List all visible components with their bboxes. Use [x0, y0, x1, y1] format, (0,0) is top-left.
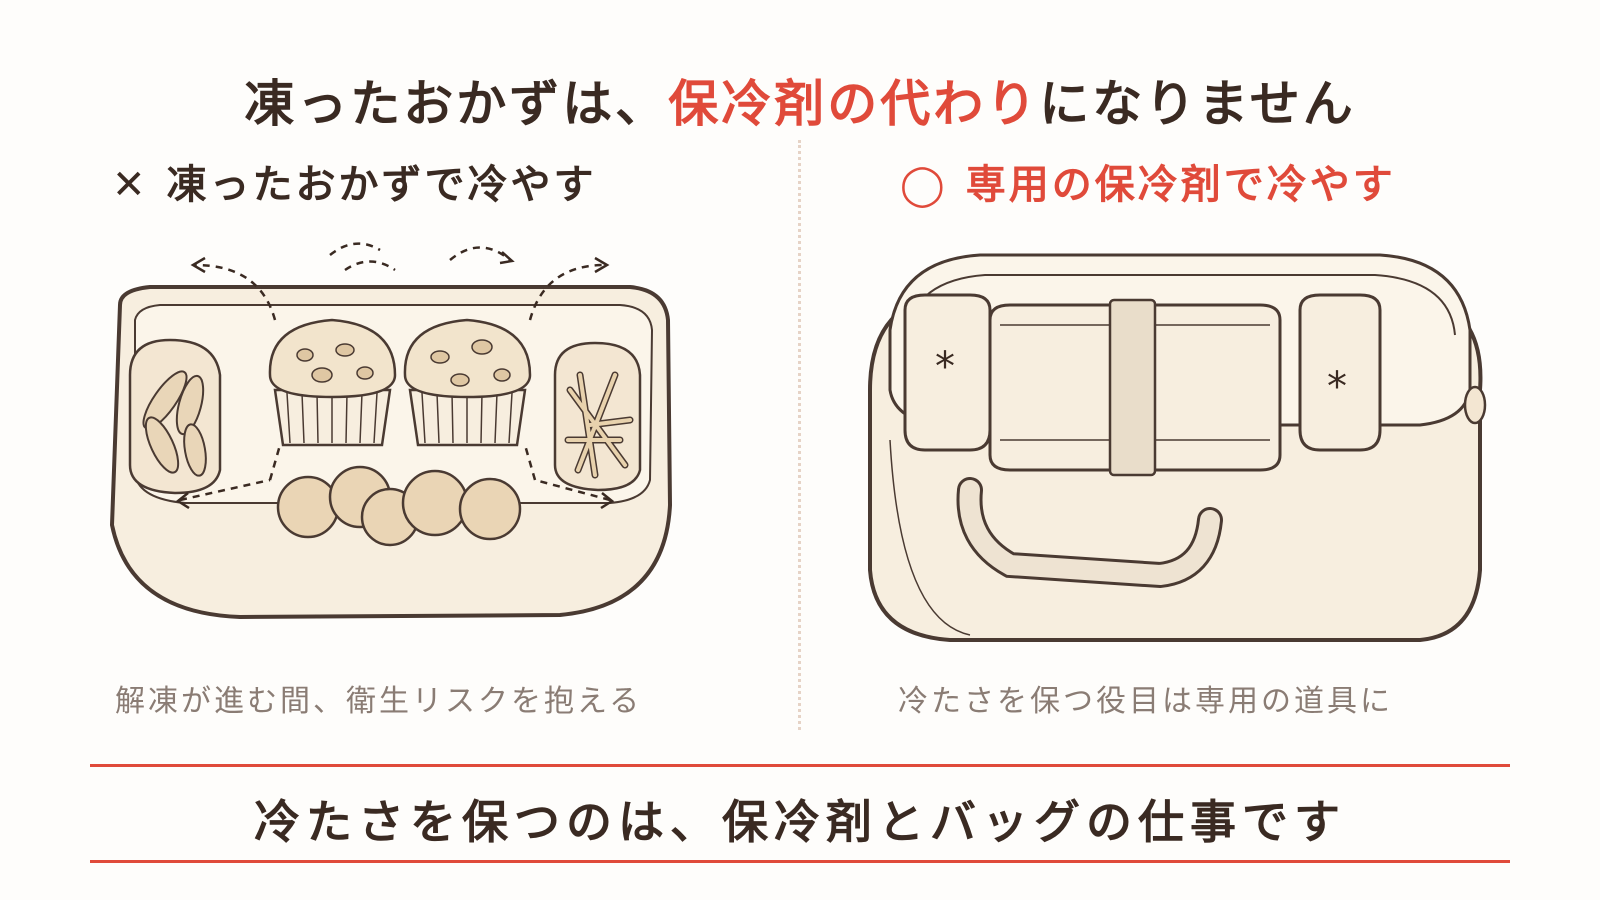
title-part-2: になりません — [1039, 74, 1356, 133]
conclusion-text: 冷たさを保つのは、保冷剤とバッグの仕事です — [254, 795, 1346, 849]
svg-text:*: * — [935, 344, 955, 390]
left-panel-heading: ✕ 凍ったおかずで冷やす — [112, 152, 597, 210]
page-title: 凍ったおかずは、保冷剤の代わりになりません — [0, 64, 1600, 136]
title-accent: 保冷剤の代わり — [668, 74, 1040, 133]
cross-mark-icon: ✕ — [112, 162, 149, 208]
muffin-cup-1 — [268, 318, 397, 447]
conclusion-rule-top — [90, 764, 1510, 767]
panel-divider — [798, 140, 801, 730]
right-heading-text: 専用の保冷剤で冷やす — [965, 162, 1396, 208]
bento-box-in-bag — [988, 298, 1282, 477]
ice-pack-right: * — [1298, 293, 1382, 452]
leaf-cup-right — [553, 341, 642, 492]
conclusion-rule-bottom — [90, 860, 1510, 863]
arrow-heads — [175, 251, 615, 510]
muffin-cup-2 — [403, 318, 532, 447]
cooler-bag-illustration: * * — [868, 253, 1487, 642]
svg-text:*: * — [1327, 364, 1347, 410]
zipper-pull — [1463, 385, 1487, 425]
vapor-arrows — [179, 242, 611, 502]
bag-front-seam — [889, 439, 971, 636]
right-caption: 冷たさを保つ役目は専用の道具に — [898, 684, 1393, 719]
frozen-bento-illustration — [109, 242, 673, 620]
leaf-cup-left — [128, 338, 222, 495]
title-part-1: 凍ったおかずは、 — [244, 74, 669, 133]
circle-mark-icon: ◯ — [900, 162, 948, 208]
meatballs — [276, 465, 522, 547]
left-caption: 解凍が進む間、衛生リスクを抱える — [115, 684, 643, 719]
right-panel-heading: ◯ 専用の保冷剤で冷やす — [900, 152, 1396, 210]
left-heading-text: 凍ったおかずで冷やす — [166, 162, 597, 208]
ice-pack-left: * — [903, 293, 992, 452]
